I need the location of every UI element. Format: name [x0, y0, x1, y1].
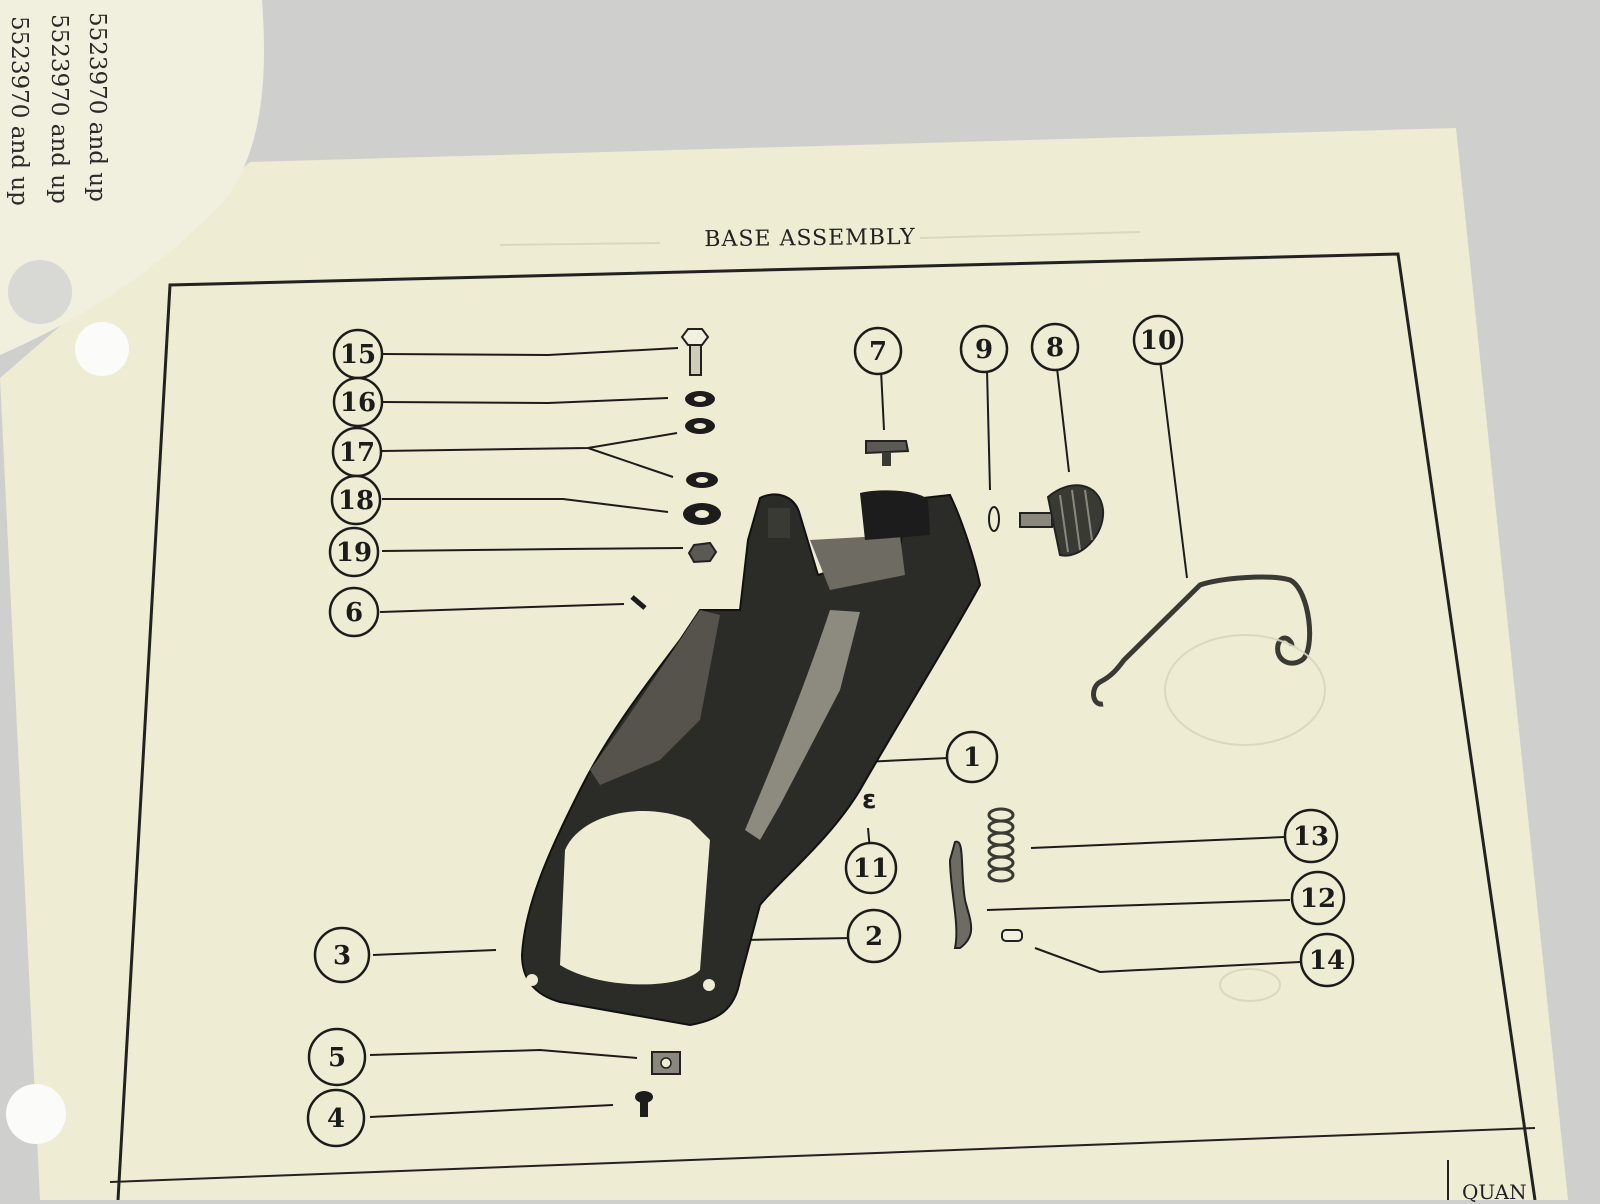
base-casting — [520, 490, 982, 1027]
callout-label: 5 — [328, 1043, 346, 1073]
callout-14: 14 — [1299, 932, 1355, 988]
callout-label: 12 — [1300, 884, 1336, 914]
callout-13: 13 — [1283, 808, 1339, 864]
callout-15: 15 — [332, 328, 384, 380]
callout-10: 10 — [1132, 314, 1184, 366]
callout-2: 2 — [846, 908, 902, 964]
callout-4: 4 — [306, 1088, 366, 1148]
binder-hole — [6, 1084, 66, 1144]
page-title: BASE ASSEMBLY — [704, 224, 916, 253]
pin-part-14 — [1001, 929, 1023, 942]
callout-18: 18 — [330, 474, 382, 526]
binder-hole — [8, 260, 72, 324]
callout-16: 16 — [332, 376, 384, 428]
hex-bolt-part-15 — [680, 328, 710, 376]
callout-label: 7 — [869, 337, 887, 367]
callout-19: 19 — [328, 526, 380, 578]
callout-label: 4 — [327, 1104, 345, 1134]
callout-label: 1 — [963, 743, 981, 773]
nut-part-19 — [687, 541, 718, 564]
diagram-frame — [116, 252, 1537, 1200]
o-ring-part-9 — [988, 506, 1000, 532]
callout-12: 12 — [1290, 870, 1346, 926]
model-note: 5523970 and up — [84, 12, 110, 202]
screw-part-4 — [635, 1091, 653, 1117]
table-rule — [109, 1127, 1536, 1183]
callout-label: 2 — [865, 922, 883, 952]
callout-label: 14 — [1309, 946, 1345, 976]
left-page — [0, 0, 265, 355]
callout-label: 17 — [339, 438, 375, 468]
callout-7: 7 — [853, 326, 903, 376]
binder-hole — [75, 322, 129, 376]
model-note: 5523970 and up — [6, 16, 32, 206]
clip-part-7 — [865, 440, 910, 466]
callout-label: 13 — [1293, 822, 1329, 852]
callout-label: 3 — [333, 941, 351, 971]
callout-label: 8 — [1046, 333, 1064, 363]
callout-label: 6 — [345, 598, 363, 628]
callout-label: 10 — [1140, 326, 1176, 356]
leader-lines — [369, 347, 1301, 1118]
table-header-quan: QUAN — [1462, 1180, 1527, 1204]
callout-label: 18 — [338, 486, 374, 516]
pin-part-6 — [630, 595, 647, 610]
retaining-ring-part-11: ε — [862, 785, 876, 815]
callout-8: 8 — [1030, 322, 1080, 372]
knob-part-8 — [1019, 484, 1105, 557]
callout-9: 9 — [959, 324, 1009, 374]
callout-label: 16 — [340, 388, 376, 418]
callout-17: 17 — [331, 426, 383, 478]
spring-part-13 — [987, 807, 1015, 883]
callout-label: 9 — [975, 335, 993, 365]
callout-11: 11 — [844, 841, 898, 895]
model-note: 5523970 and up — [46, 14, 72, 204]
clip-nut-part-5 — [651, 1051, 681, 1075]
callout-5: 5 — [307, 1027, 367, 1087]
callout-1: 1 — [945, 730, 999, 784]
latch-part-12 — [948, 840, 973, 949]
bleed-through-marks — [499, 231, 1326, 1002]
callout-label: 11 — [853, 854, 889, 884]
callout-6: 6 — [328, 586, 380, 638]
callouts: 15 16 17 18 19 6 3 5 4 7 9 8 10 1 11 2 1… — [306, 314, 1355, 1148]
callout-label: 19 — [336, 538, 372, 568]
wire-hook-part-10 — [1091, 574, 1313, 707]
callout-label: 15 — [340, 340, 376, 370]
callout-3: 3 — [313, 926, 371, 984]
